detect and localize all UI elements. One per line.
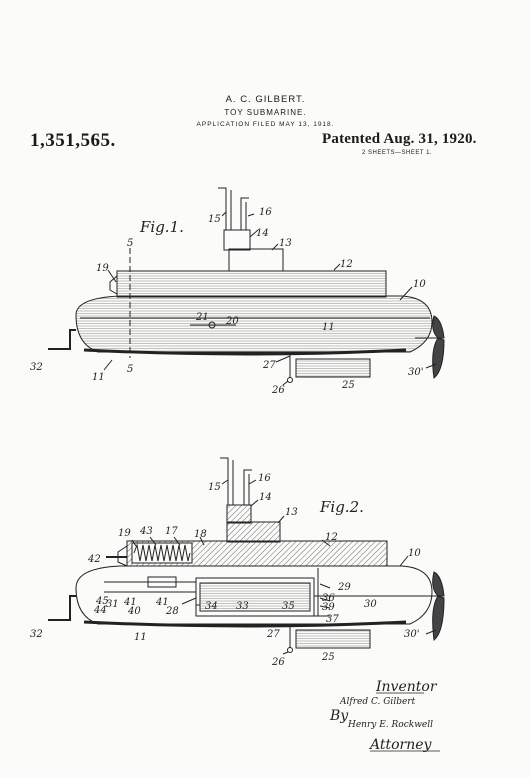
sheet-count: 2 SHEETS—SHEET 1.	[362, 150, 433, 156]
label-32: 32	[30, 362, 43, 373]
label2-43: 43	[139, 526, 153, 537]
keel-weight-section-25	[295, 629, 371, 649]
label2-18: 18	[194, 529, 207, 540]
label-26: 26	[271, 385, 285, 396]
label2-40: 40	[127, 606, 141, 617]
label2-32: 32	[30, 629, 43, 640]
periscope-16b	[243, 469, 252, 505]
label2-29: 29	[337, 582, 351, 593]
label-5-top: 5	[127, 238, 133, 249]
figure-2	[48, 457, 445, 655]
label-5-bottom: 5	[127, 364, 133, 375]
label2-42: 42	[87, 554, 101, 565]
deck-12	[116, 270, 387, 298]
label-21: 21	[195, 312, 209, 323]
label2-34: 34	[205, 601, 218, 612]
label-11-keel: 11	[92, 372, 105, 383]
hull-section-10	[75, 565, 433, 625]
motor-housing-33	[195, 577, 315, 617]
periscope-16	[240, 197, 249, 230]
spring-17	[133, 543, 191, 562]
label-10: 10	[413, 279, 426, 290]
label2-44: 44	[93, 605, 107, 616]
label2-28: 28	[165, 606, 179, 617]
attorney-label: Attorney	[368, 737, 433, 753]
label2-26: 26	[271, 657, 285, 668]
tower-base-13	[228, 248, 284, 272]
label-14: 14	[256, 228, 269, 239]
patent-title: TOY SUBMARINE.	[224, 108, 307, 117]
figure-1-labels: Fig.1. 15 16 14 13 12 10 19 5 5 21 20 11…	[30, 207, 426, 396]
patent-date: Patented Aug. 31, 1920.	[322, 131, 477, 147]
inventor-heading: A. C. GILBERT.	[225, 94, 306, 105]
tower-section-14	[226, 504, 252, 524]
label2-41b: 41	[155, 597, 169, 608]
label2-30-prime: 30'	[404, 629, 419, 640]
label-20: 20	[225, 316, 239, 327]
hull-10	[75, 295, 433, 353]
label-30-prime: 30'	[408, 367, 423, 378]
label2-15: 15	[208, 482, 221, 493]
label2-35: 35	[282, 601, 295, 612]
figure-1	[48, 187, 445, 386]
label-13: 13	[279, 238, 292, 249]
label2-36: 36	[322, 593, 335, 604]
label-25: 25	[341, 380, 355, 391]
periscope-15b	[220, 457, 229, 505]
label2-30: 30	[364, 599, 377, 610]
label2-13: 13	[285, 507, 298, 518]
propeller-blade	[432, 315, 445, 339]
label2-19: 19	[118, 528, 131, 539]
inventor-label: Inventor	[375, 679, 438, 695]
label2-16: 16	[258, 473, 271, 484]
label2-33: 33	[236, 601, 249, 612]
label2-37: 37	[326, 614, 339, 625]
fig1-title: Fig.1.	[139, 218, 184, 236]
label-27: 27	[262, 360, 276, 371]
label2-11: 11	[134, 632, 147, 643]
label2-41a: 41	[123, 597, 137, 608]
keel-weight-25	[295, 358, 371, 378]
label2-39: 39	[322, 602, 335, 613]
periscope-15	[218, 187, 227, 230]
label-15: 15	[208, 214, 221, 225]
label2-31: 31	[106, 599, 119, 610]
fig2-title: Fig.2.	[319, 498, 364, 516]
label-19: 19	[96, 263, 109, 274]
figure-2-labels: Fig.2. 15 16 14 13 12 10 19 43 17 18 42 …	[30, 473, 421, 668]
conning-tower-14	[223, 229, 251, 251]
label2-27: 27	[266, 629, 280, 640]
label2-12: 12	[325, 532, 338, 543]
label2-45: 45	[95, 596, 109, 607]
patent-number: 1,351,565.	[30, 130, 116, 151]
label2-25: 25	[321, 652, 335, 663]
label-16: 16	[259, 207, 272, 218]
crank-section-32	[48, 595, 76, 621]
by-label: By	[329, 708, 349, 724]
label-12: 12	[340, 259, 353, 270]
inventor-signature: Alfred C. Gilbert	[339, 697, 416, 707]
application-date: APPLICATION FILED MAY 13, 1918.	[196, 121, 335, 128]
crank-32	[48, 329, 76, 350]
label2-17: 17	[165, 526, 178, 537]
label2-14: 14	[259, 492, 272, 503]
attorney-signature: Henry E. Rockwell	[347, 720, 433, 730]
tower-base-section-13	[226, 521, 281, 543]
signature-block: Inventor Alfred C. Gilbert By Henry E. R…	[329, 679, 440, 753]
label-11-hull: 11	[322, 322, 335, 333]
label2-10: 10	[408, 548, 421, 559]
